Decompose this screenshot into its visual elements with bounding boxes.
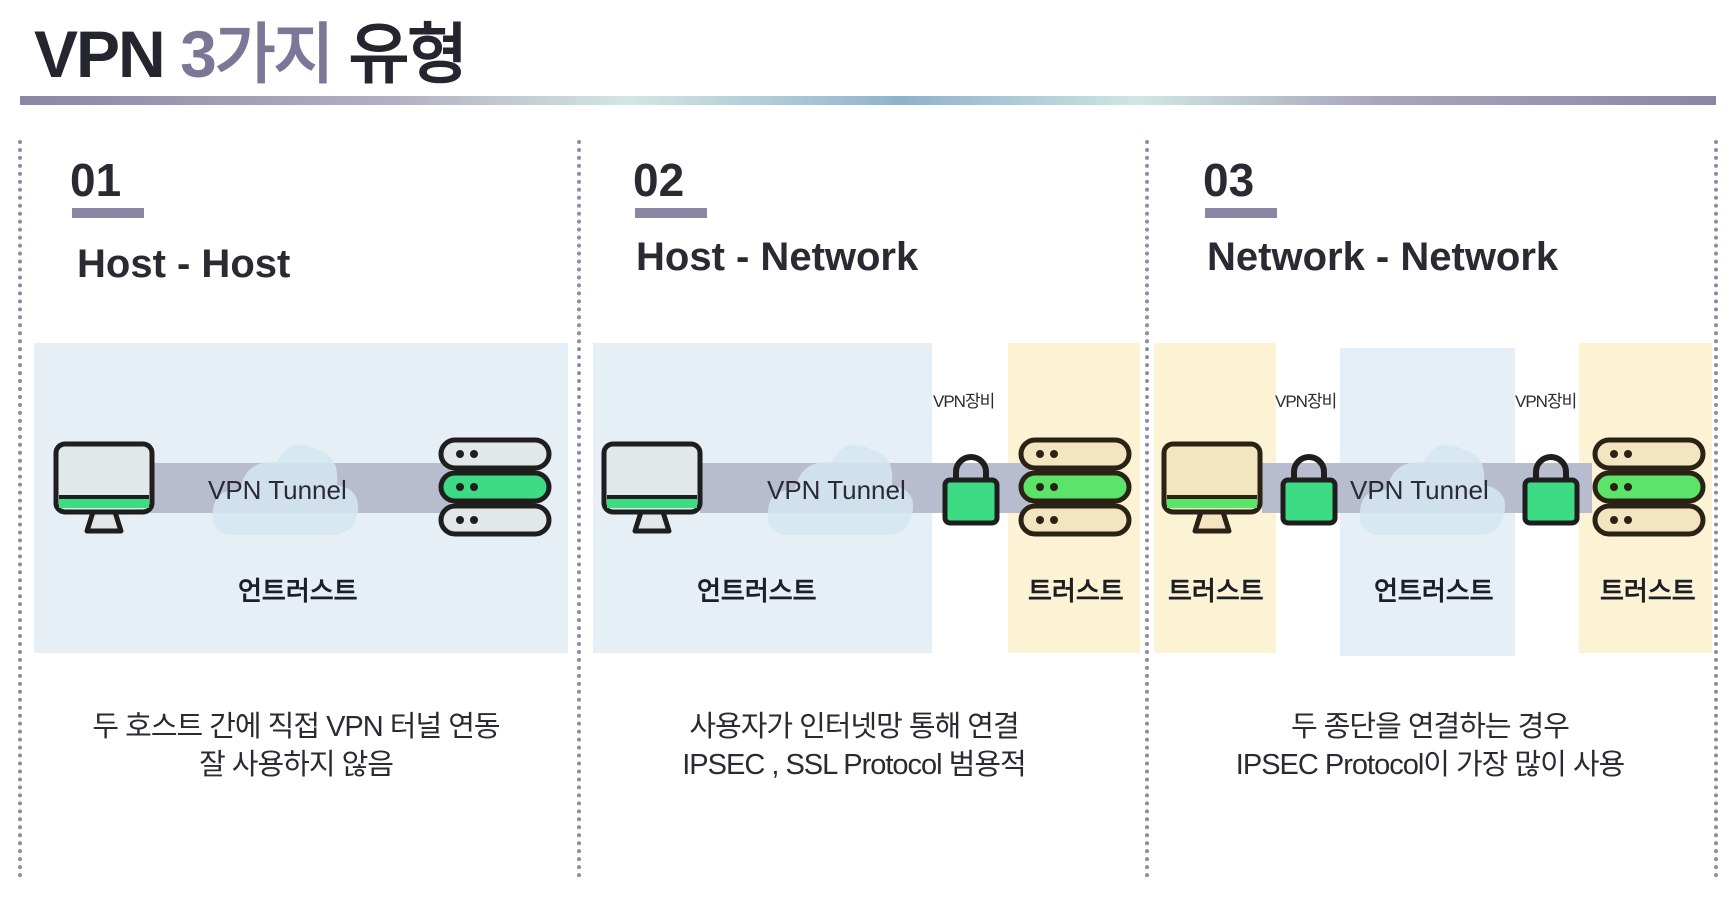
panel-description: 두 종단을 연결하는 경우 IPSEC Protocol이 가장 많이 사용 — [1180, 708, 1680, 784]
panel-title: Network - Network — [1207, 235, 1559, 279]
zone-label-trust: 트러스트 — [1028, 576, 1124, 606]
panel-title: Host - Network — [636, 235, 919, 279]
lock-icon — [1280, 454, 1338, 526]
tunnel-label: VPN Tunnel — [767, 475, 906, 505]
server-icon — [1018, 437, 1132, 537]
monitor-icon — [601, 441, 703, 534]
zone-label-untrust: 언트러스트 — [1374, 576, 1494, 606]
divider-right — [1714, 140, 1718, 878]
zone-label-untrust: 언트러스트 — [697, 576, 817, 606]
vpn-device-label: VPN장비 — [933, 392, 995, 411]
title-part-count: 3가지 — [180, 17, 334, 91]
panel-title: Host - Host — [77, 242, 291, 286]
desc-line: IPSEC , SSL Protocol 범용적 — [682, 749, 1026, 781]
page-title: VPN 3가지 유형 — [34, 14, 468, 94]
lock-icon — [942, 454, 1000, 526]
divider-left — [18, 140, 22, 878]
cloud-icon — [212, 444, 359, 535]
desc-line: 잘 사용하지 않음 — [199, 749, 394, 781]
panel-description: 두 호스트 간에 직접 VPN 터널 연동 잘 사용하지 않음 — [46, 708, 546, 784]
divider-2 — [1145, 140, 1149, 878]
zone-label-trust: 트러스트 — [1600, 576, 1696, 606]
panel-number: 01 — [70, 154, 122, 206]
number-underline — [72, 208, 144, 218]
desc-line: 두 호스트 간에 직접 VPN 터널 연동 — [92, 711, 500, 743]
title-underline — [20, 96, 1716, 105]
number-underline — [1205, 208, 1277, 218]
server-icon — [438, 437, 552, 537]
monitor-icon — [1161, 441, 1263, 534]
desc-line: 사용자가 인터넷망 통해 연결 — [689, 711, 1019, 743]
desc-line: IPSEC Protocol이 가장 많이 사용 — [1235, 749, 1625, 781]
lock-icon — [1522, 454, 1580, 526]
zone-label-untrust: 언트러스트 — [238, 576, 358, 606]
title-part-types: 유형 — [348, 17, 468, 91]
panel-description: 사용자가 인터넷망 통해 연결 IPSEC , SSL Protocol 범용적 — [604, 708, 1104, 784]
desc-line: 두 종단을 연결하는 경우 — [1291, 711, 1570, 743]
title-part-vpn: VPN — [34, 17, 166, 91]
vpn-device-label: VPN장비 — [1515, 392, 1577, 411]
cloud-icon — [1359, 444, 1506, 535]
number-underline — [635, 208, 707, 218]
tunnel-label: VPN Tunnel — [208, 475, 347, 505]
monitor-icon — [53, 441, 155, 534]
zone-label-trust: 트러스트 — [1168, 576, 1264, 606]
cloud-icon — [767, 444, 914, 535]
panel-number: 03 — [1203, 154, 1255, 206]
server-icon — [1592, 437, 1706, 537]
vpn-device-label: VPN장비 — [1275, 392, 1337, 411]
panel-number: 02 — [633, 154, 685, 206]
tunnel-label: VPN Tunnel — [1350, 475, 1489, 505]
divider-1 — [577, 140, 581, 878]
